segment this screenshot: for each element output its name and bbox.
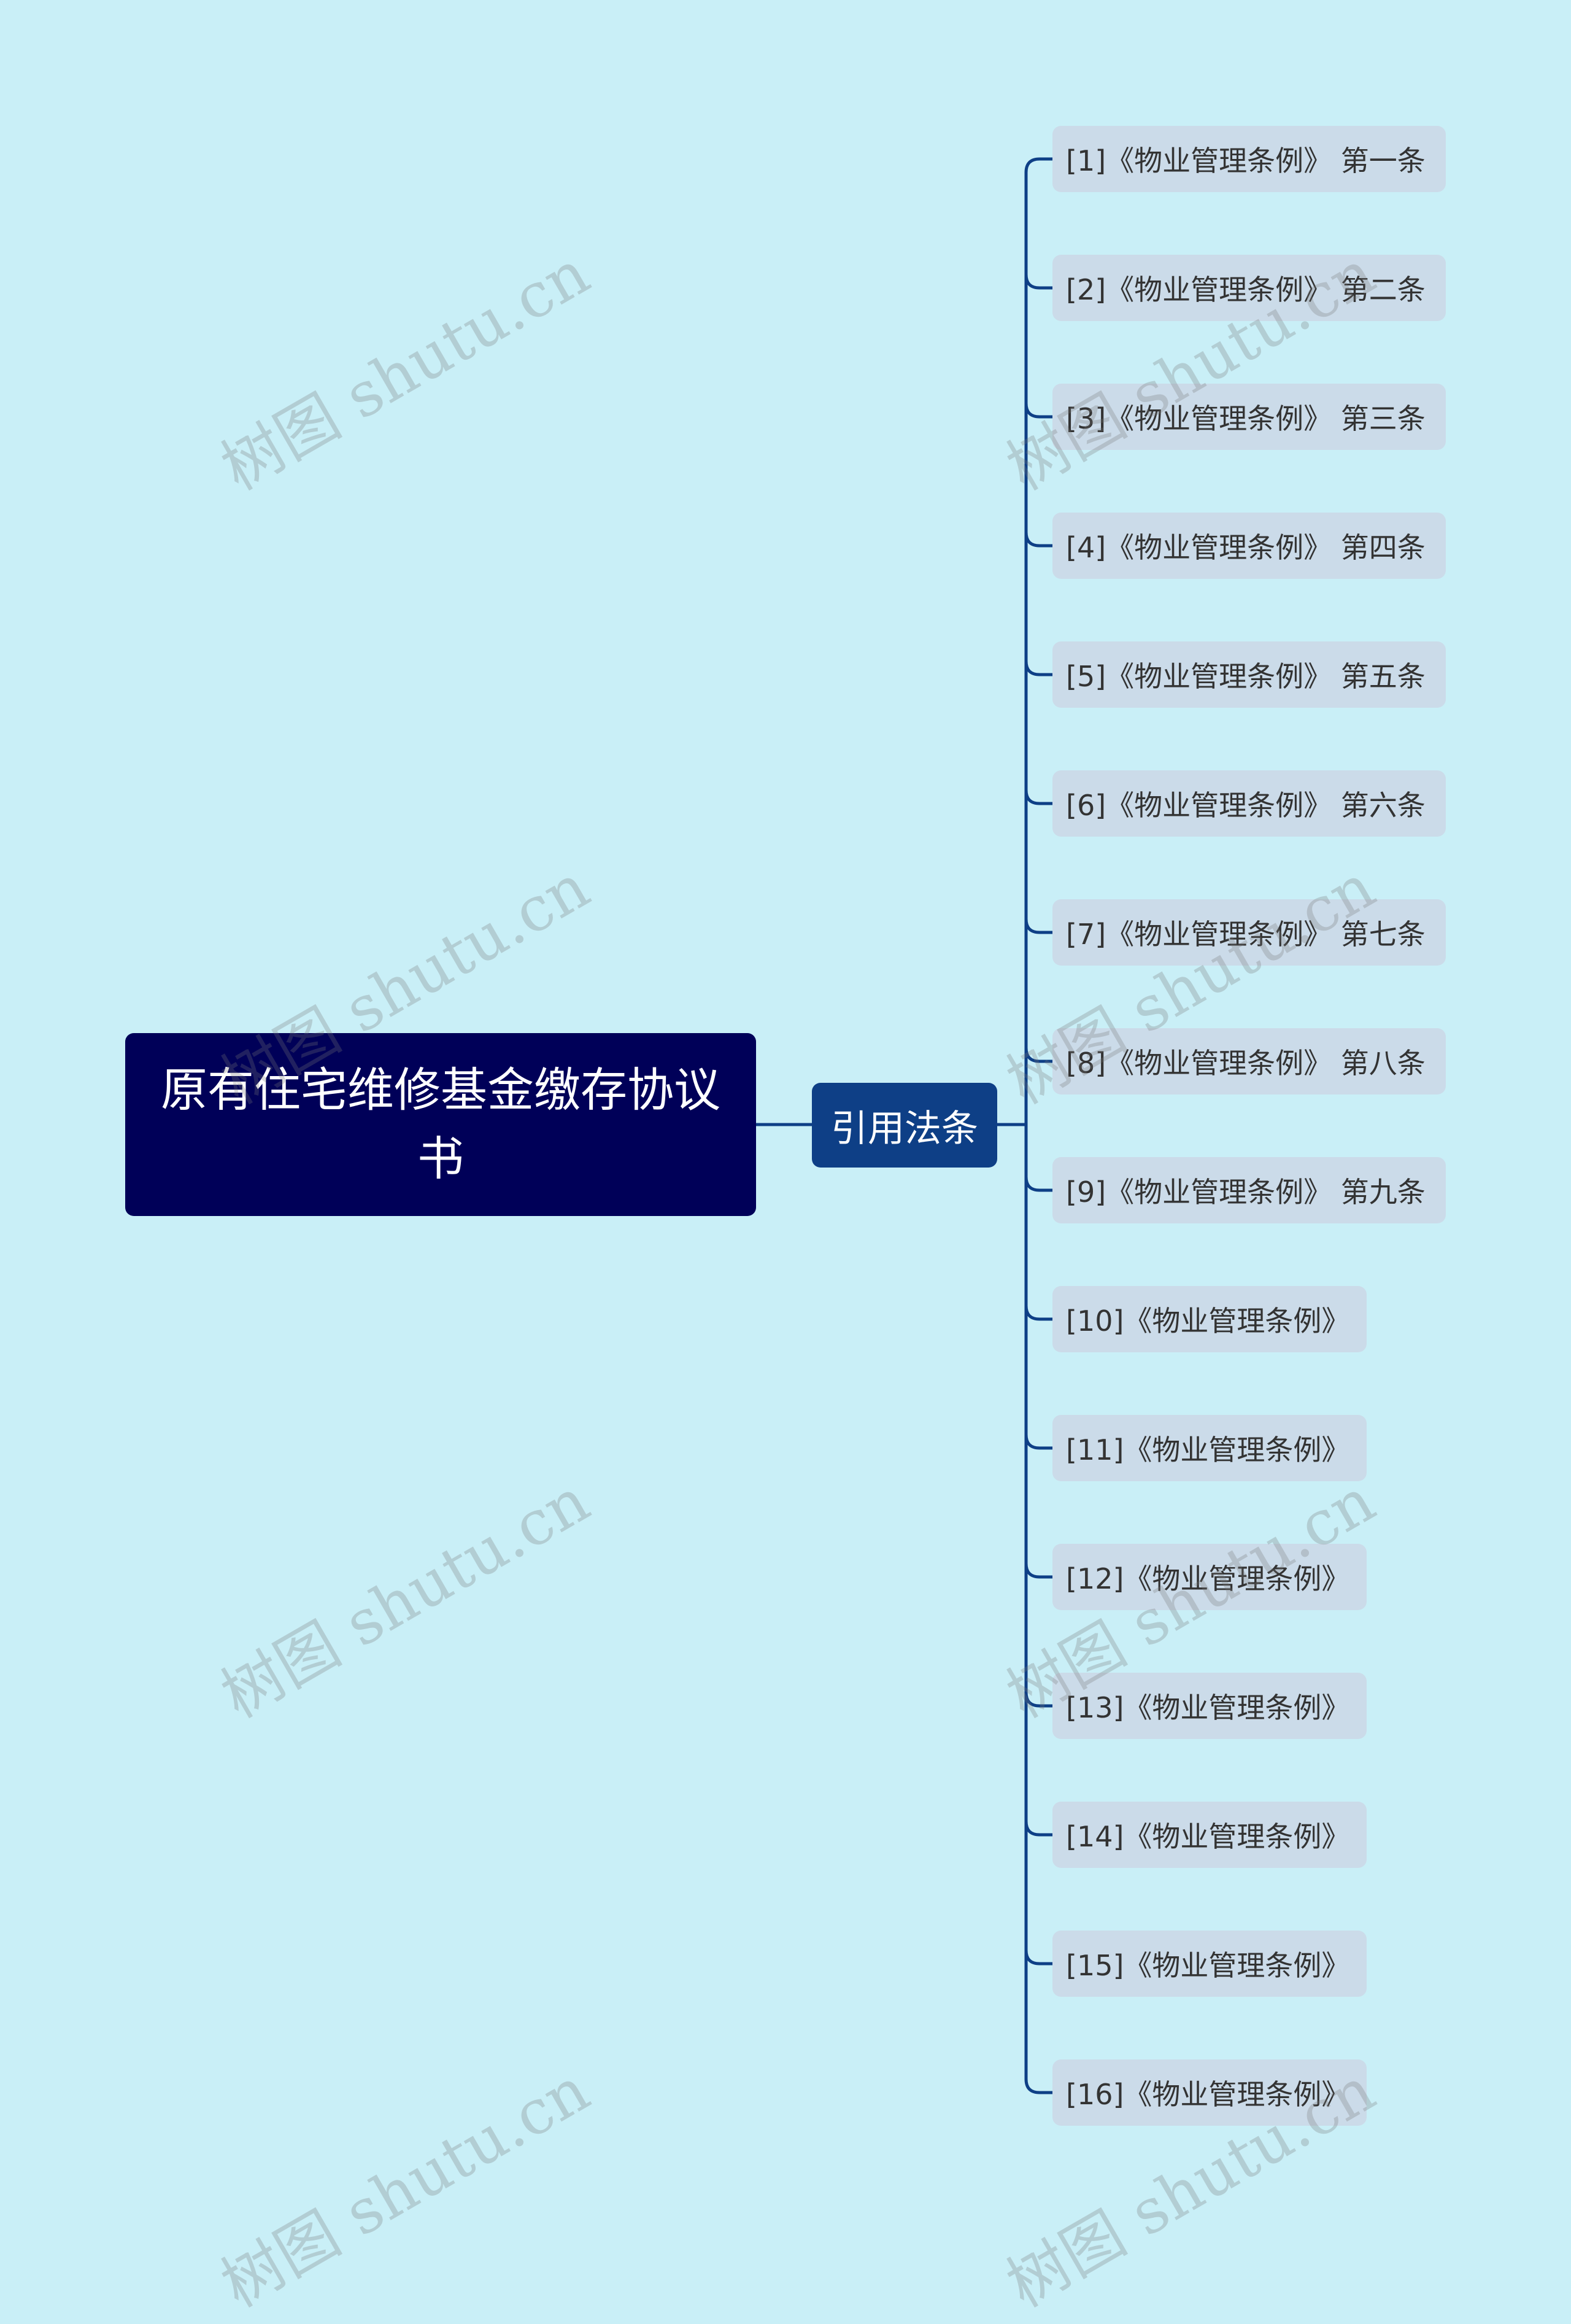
leaf-label: [8]《物业管理条例》 第八条 xyxy=(1066,1047,1426,1080)
leaf-node[interactable]: [13]《物业管理条例》 xyxy=(1052,1673,1367,1739)
leaf-connector xyxy=(1024,1563,1052,1579)
leaf-label: [1]《物业管理条例》 第一条 xyxy=(1066,144,1426,177)
mind-map: 原有住宅维修基金缴存协议书 引用法条 [1]《物业管理条例》 第一条 [2]《物业… xyxy=(125,126,1446,2321)
leaf-label: [9]《物业管理条例》 第九条 xyxy=(1066,1176,1426,1209)
connector-lines xyxy=(756,157,1052,2094)
leaf-label: [16]《物业管理条例》 xyxy=(1066,2078,1350,2111)
leaf-connector xyxy=(1024,1950,1052,1966)
leaf-node[interactable]: [7]《物业管理条例》 第七条 xyxy=(1052,899,1446,966)
leaf-label: [13]《物业管理条例》 xyxy=(1066,1691,1350,1724)
leaf-label: [7]《物业管理条例》 第七条 xyxy=(1066,918,1426,951)
leaf-node[interactable]: [10]《物业管理条例》 xyxy=(1052,1286,1367,1352)
leaf-node[interactable]: [6]《物业管理条例》 第六条 xyxy=(1052,770,1446,837)
root-node[interactable]: 原有住宅维修基金缴存协议书 xyxy=(125,1033,756,1216)
leaf-node[interactable]: [4]《物业管理条例》 第四条 xyxy=(1052,513,1446,579)
leaf-connector xyxy=(1024,274,1052,290)
leaf-node[interactable]: [9]《物业管理条例》 第九条 xyxy=(1052,1157,1446,1223)
leaf-connector xyxy=(1024,918,1052,934)
leaf-connector xyxy=(1024,1176,1052,1192)
leaf-label: [3]《物业管理条例》 第三条 xyxy=(1066,402,1426,435)
leaf-connector xyxy=(1024,157,1052,173)
leaf-label: [10]《物业管理条例》 xyxy=(1066,1304,1350,1338)
leaf-connector xyxy=(1024,1821,1052,1837)
leaf-label: [14]《物业管理条例》 xyxy=(1066,1820,1350,1853)
leaf-node[interactable]: [15]《物业管理条例》 xyxy=(1052,1931,1367,1997)
leaf-label: [11]《物业管理条例》 xyxy=(1066,1433,1350,1466)
leaf-node[interactable]: [3]《物业管理条例》 第三条 xyxy=(1052,384,1446,450)
leaf-node[interactable]: [1]《物业管理条例》 第一条 xyxy=(1052,126,1446,192)
leaf-label: [15]《物业管理条例》 xyxy=(1066,1949,1350,1982)
leaf-node[interactable]: [11]《物业管理条例》 xyxy=(1052,1415,1367,1481)
leaf-node[interactable]: [8]《物业管理条例》 第八条 xyxy=(1052,1028,1446,1094)
leaf-node[interactable]: [16]《物业管理条例》 xyxy=(1052,2059,1367,2126)
leaf-connector xyxy=(1024,2078,1052,2094)
leaf-connector xyxy=(1024,1305,1052,1321)
branch-node-cited-laws[interactable]: 引用法条 xyxy=(812,1083,997,1168)
leaf-connector xyxy=(1024,1434,1052,1450)
leaf-node[interactable]: [2]《物业管理条例》 第二条 xyxy=(1052,255,1446,321)
leaf-node[interactable]: [12]《物业管理条例》 xyxy=(1052,1544,1367,1610)
leaf-label: [12]《物业管理条例》 xyxy=(1066,1562,1350,1595)
leaf-connector xyxy=(1024,532,1052,548)
leaf-node[interactable]: [5]《物业管理条例》 第五条 xyxy=(1052,641,1446,708)
leaf-label: [5]《物业管理条例》 第五条 xyxy=(1066,660,1426,693)
leaf-label: [6]《物业管理条例》 第六条 xyxy=(1066,789,1426,822)
leaf-connector xyxy=(1024,789,1052,805)
root-title: 原有住宅维修基金缴存协议书 xyxy=(161,1063,720,1186)
branch-label: 引用法条 xyxy=(831,1107,978,1150)
leaf-label: [4]《物业管理条例》 第四条 xyxy=(1066,531,1426,564)
leaf-node[interactable]: [14]《物业管理条例》 xyxy=(1052,1802,1367,1868)
leaf-label: [2]《物业管理条例》 第二条 xyxy=(1066,273,1426,306)
leaf-connector xyxy=(1024,660,1052,676)
